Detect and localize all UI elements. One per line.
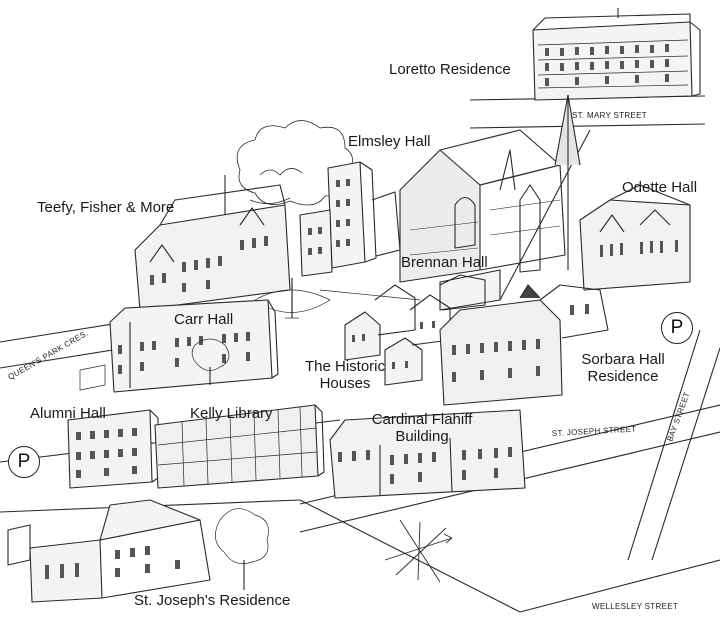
wellesley-street-label: WELLESLEY STREET xyxy=(592,602,678,611)
st-joseph-street-label: ST. JOSEPH STREET xyxy=(552,425,637,438)
brennan-hall-label: Brennan Hall xyxy=(401,254,488,271)
teefy-hall-label: Teefy, Fisher & More xyxy=(37,199,175,216)
elmsley-hall-drawing xyxy=(299,161,401,277)
elmsley-hall-label: Elmsley Hall xyxy=(348,133,431,150)
st-mary-street-label: ST. MARY STREET xyxy=(572,111,647,120)
odette-hall-drawing xyxy=(579,184,691,291)
compass-rose-icon xyxy=(384,519,453,583)
teefy-hall-drawing xyxy=(134,175,291,311)
sorbara-hall-drawing xyxy=(439,284,609,406)
st-josephs-residence-label: St. Joseph's Residence xyxy=(134,592,291,609)
sorbara-hall-label-line2: Residence xyxy=(587,367,659,385)
loretto-residence-label: Loretto Residence xyxy=(389,61,511,78)
flahiff-building-drawing xyxy=(329,409,526,499)
carr-hall-label: Carr Hall xyxy=(174,311,234,328)
sorbara-hall-label: Sorbara Hall Residence xyxy=(574,351,672,385)
parking-icon-right: P xyxy=(661,312,693,344)
odette-hall-label: Odette Hall xyxy=(622,179,698,196)
historic-houses-label: The Historic Houses xyxy=(304,358,386,392)
parking-icon-left: P xyxy=(8,446,40,478)
flahiff-building-label: Cardinal Flahiff Building xyxy=(362,411,482,445)
sorbara-hall-label-line1: Sorbara Hall xyxy=(581,351,665,368)
flahiff-building-label-line2: Building xyxy=(395,427,449,445)
carr-hall-drawing xyxy=(79,299,279,393)
flahiff-building-label-line1: Cardinal Flahiff xyxy=(371,411,473,428)
alumni-hall-drawing xyxy=(67,409,159,489)
kelly-library-label: Kelly Library xyxy=(190,405,273,422)
st-josephs-residence-drawing xyxy=(7,499,269,603)
alumni-hall-label: Alumni Hall xyxy=(30,405,106,422)
historic-houses-label-line1: The Historic xyxy=(304,358,386,375)
loretto-residence-drawing xyxy=(532,8,701,101)
trees-drawing xyxy=(236,120,353,206)
historic-houses-drawing xyxy=(344,274,486,386)
historic-houses-label-line2: Houses xyxy=(319,374,371,392)
kelly-library-drawing xyxy=(154,404,325,489)
